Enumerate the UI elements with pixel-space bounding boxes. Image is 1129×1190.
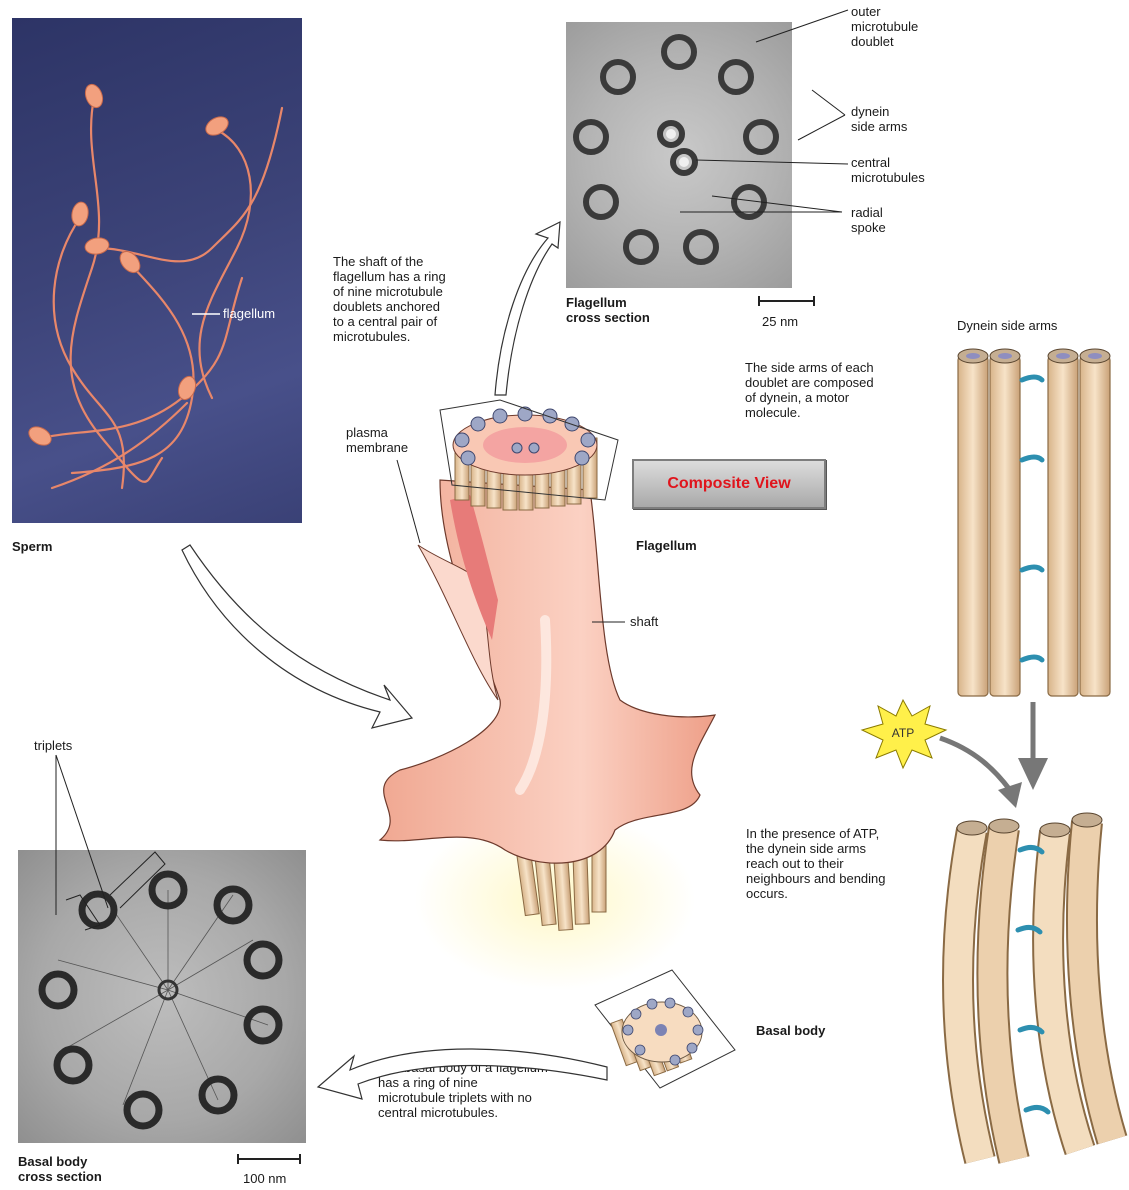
atp-burst [862, 700, 946, 768]
scale-bar-100 [237, 1154, 301, 1164]
basal-body-triplet-ring [18, 850, 306, 1143]
atp-label: ATP [892, 726, 914, 740]
dynein-side-arms-em-label: dynein side arms [851, 104, 907, 134]
basal-body-description: The basal body of a flagellum has a ring… [378, 1060, 548, 1120]
flagellum-cross-section-label: Flagellum cross section [566, 295, 650, 325]
flagellum-cross-section-micrograph [566, 22, 792, 288]
straight-doublets [958, 349, 1110, 696]
plasma-membrane-label: plasma membrane [346, 425, 408, 455]
shaft-description: The shaft of the flagellum has a ring of… [333, 254, 446, 344]
scale-bar-25 [758, 296, 815, 306]
side-arms-description: The side arms of each doublet are compos… [745, 360, 874, 420]
composite-view-button[interactable]: Composite View [632, 459, 826, 509]
composite-view-label: Composite View [667, 475, 790, 493]
outer-doublet-label: outer microtubule doublet [851, 4, 918, 49]
sperm-micrograph: flagellum [12, 18, 302, 523]
flagellum-label: Flagellum [636, 538, 697, 553]
atp-description: In the presence of ATP, the dynein side … [746, 826, 886, 901]
axoneme-top [440, 400, 618, 510]
sperm-label: Sperm [12, 539, 52, 554]
membrane-flap [418, 545, 498, 700]
basal-cross-section-label: Basal body cross section [18, 1154, 102, 1184]
basal-body-cross-section-micrograph [18, 850, 306, 1143]
bottom-microtubules [515, 839, 606, 930]
sperm-cells [12, 18, 302, 523]
down-arrow [1018, 702, 1048, 790]
glow [415, 810, 695, 990]
basal-body-label: Basal body [756, 1023, 825, 1038]
basal-body-inset [595, 970, 735, 1088]
central-microtubules-label: central microtubules [851, 155, 925, 185]
dynein-side-arms-label: Dynein side arms [957, 318, 1057, 333]
scale-label-100: 100 nm [243, 1171, 286, 1186]
radial-spoke-label: radial spoke [851, 205, 886, 235]
triplets-label: triplets [34, 738, 72, 753]
shaft-label: shaft [630, 614, 658, 629]
flagellum-photo-label: flagellum [223, 306, 275, 321]
axoneme-9-plus-2 [566, 22, 792, 288]
inner-membrane [450, 495, 498, 640]
bent-doublets [958, 822, 1112, 1160]
scale-label-25: 25 nm [762, 314, 798, 329]
